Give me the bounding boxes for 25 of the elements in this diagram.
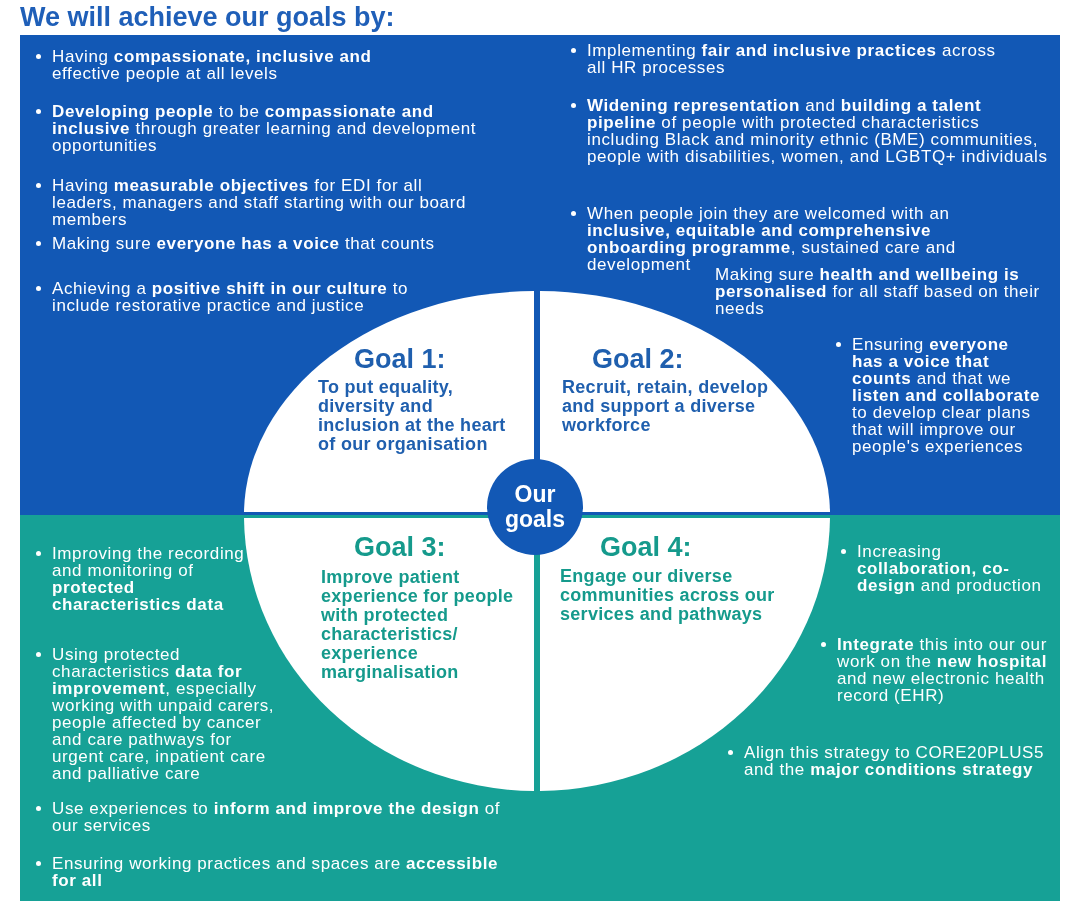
bullet-text: Ensuring everyone has a voice that counts and that we listen and collaborate to develop clear plans that will improve our people's experiences xyxy=(830,336,1045,455)
bullet-text: Align this strategy to CORE20PLUS5 and the major conditions strategy xyxy=(722,744,1052,778)
goal-description: Improve patient experience for people with protected characteristics/ experience marginalisation xyxy=(321,568,515,682)
bullet-text: Implementing fair and inclusive practices across all HR processes xyxy=(565,42,1000,76)
goal-heading: Goal 4: xyxy=(600,533,692,561)
goal-heading: Goal 3: xyxy=(354,533,446,561)
bullet-text: Improving the recording and monitoring of protected characteristics data xyxy=(30,545,245,613)
goal-heading: Goal 2: xyxy=(592,345,684,373)
bullet-text: Achieving a positive shift in our culture to include restorative practice and justice xyxy=(30,280,420,314)
title: We will achieve our goals by: xyxy=(20,2,395,33)
bullet-text: Having compassionate, inclusive and effective people at all levels xyxy=(30,48,435,82)
bullet-text: Integrate this into our our work on the new hospital and new electronic health record (EHR) xyxy=(815,636,1050,704)
goal-heading: Goal 1: xyxy=(354,345,446,373)
bullet-text: Increasing collaboration, co-design and production xyxy=(835,543,1045,594)
bullet-text: Use experiences to inform and improve the design of our services xyxy=(30,800,510,834)
goal-description: Recruit, retain, develop and support a diverse workforce xyxy=(562,378,770,435)
bullet-text: Developing people to be compassionate and inclusive through greater learning and development opportunities xyxy=(30,103,510,154)
goal-description: To put equality, diversity and inclusion at the heart of our organisation xyxy=(318,378,507,454)
bullet-text: Widening representation and building a talent pipeline of people with protected characteristics including Black and minority ethnic (BME) communities, people with disabilities, women, and LGBTQ+ individuals xyxy=(565,97,1050,165)
bullet-text: Using protected characteristics data for improvement, especially working with unpaid carers, people affected by cancer and care pathways for urgent care, inpatient care and palliative care xyxy=(30,646,280,782)
goal-description: Engage our diverse communities across our services and pathways xyxy=(560,567,776,624)
bullet-text: Ensuring working practices and spaces are accessible for all xyxy=(30,855,510,889)
bullet-text: Having measurable objectives for EDI for all leaders, managers and staff starting with our board members xyxy=(30,177,490,228)
center-label: Our goals xyxy=(503,482,567,532)
bullet-text: Making sure everyone has a voice that counts xyxy=(30,235,510,252)
